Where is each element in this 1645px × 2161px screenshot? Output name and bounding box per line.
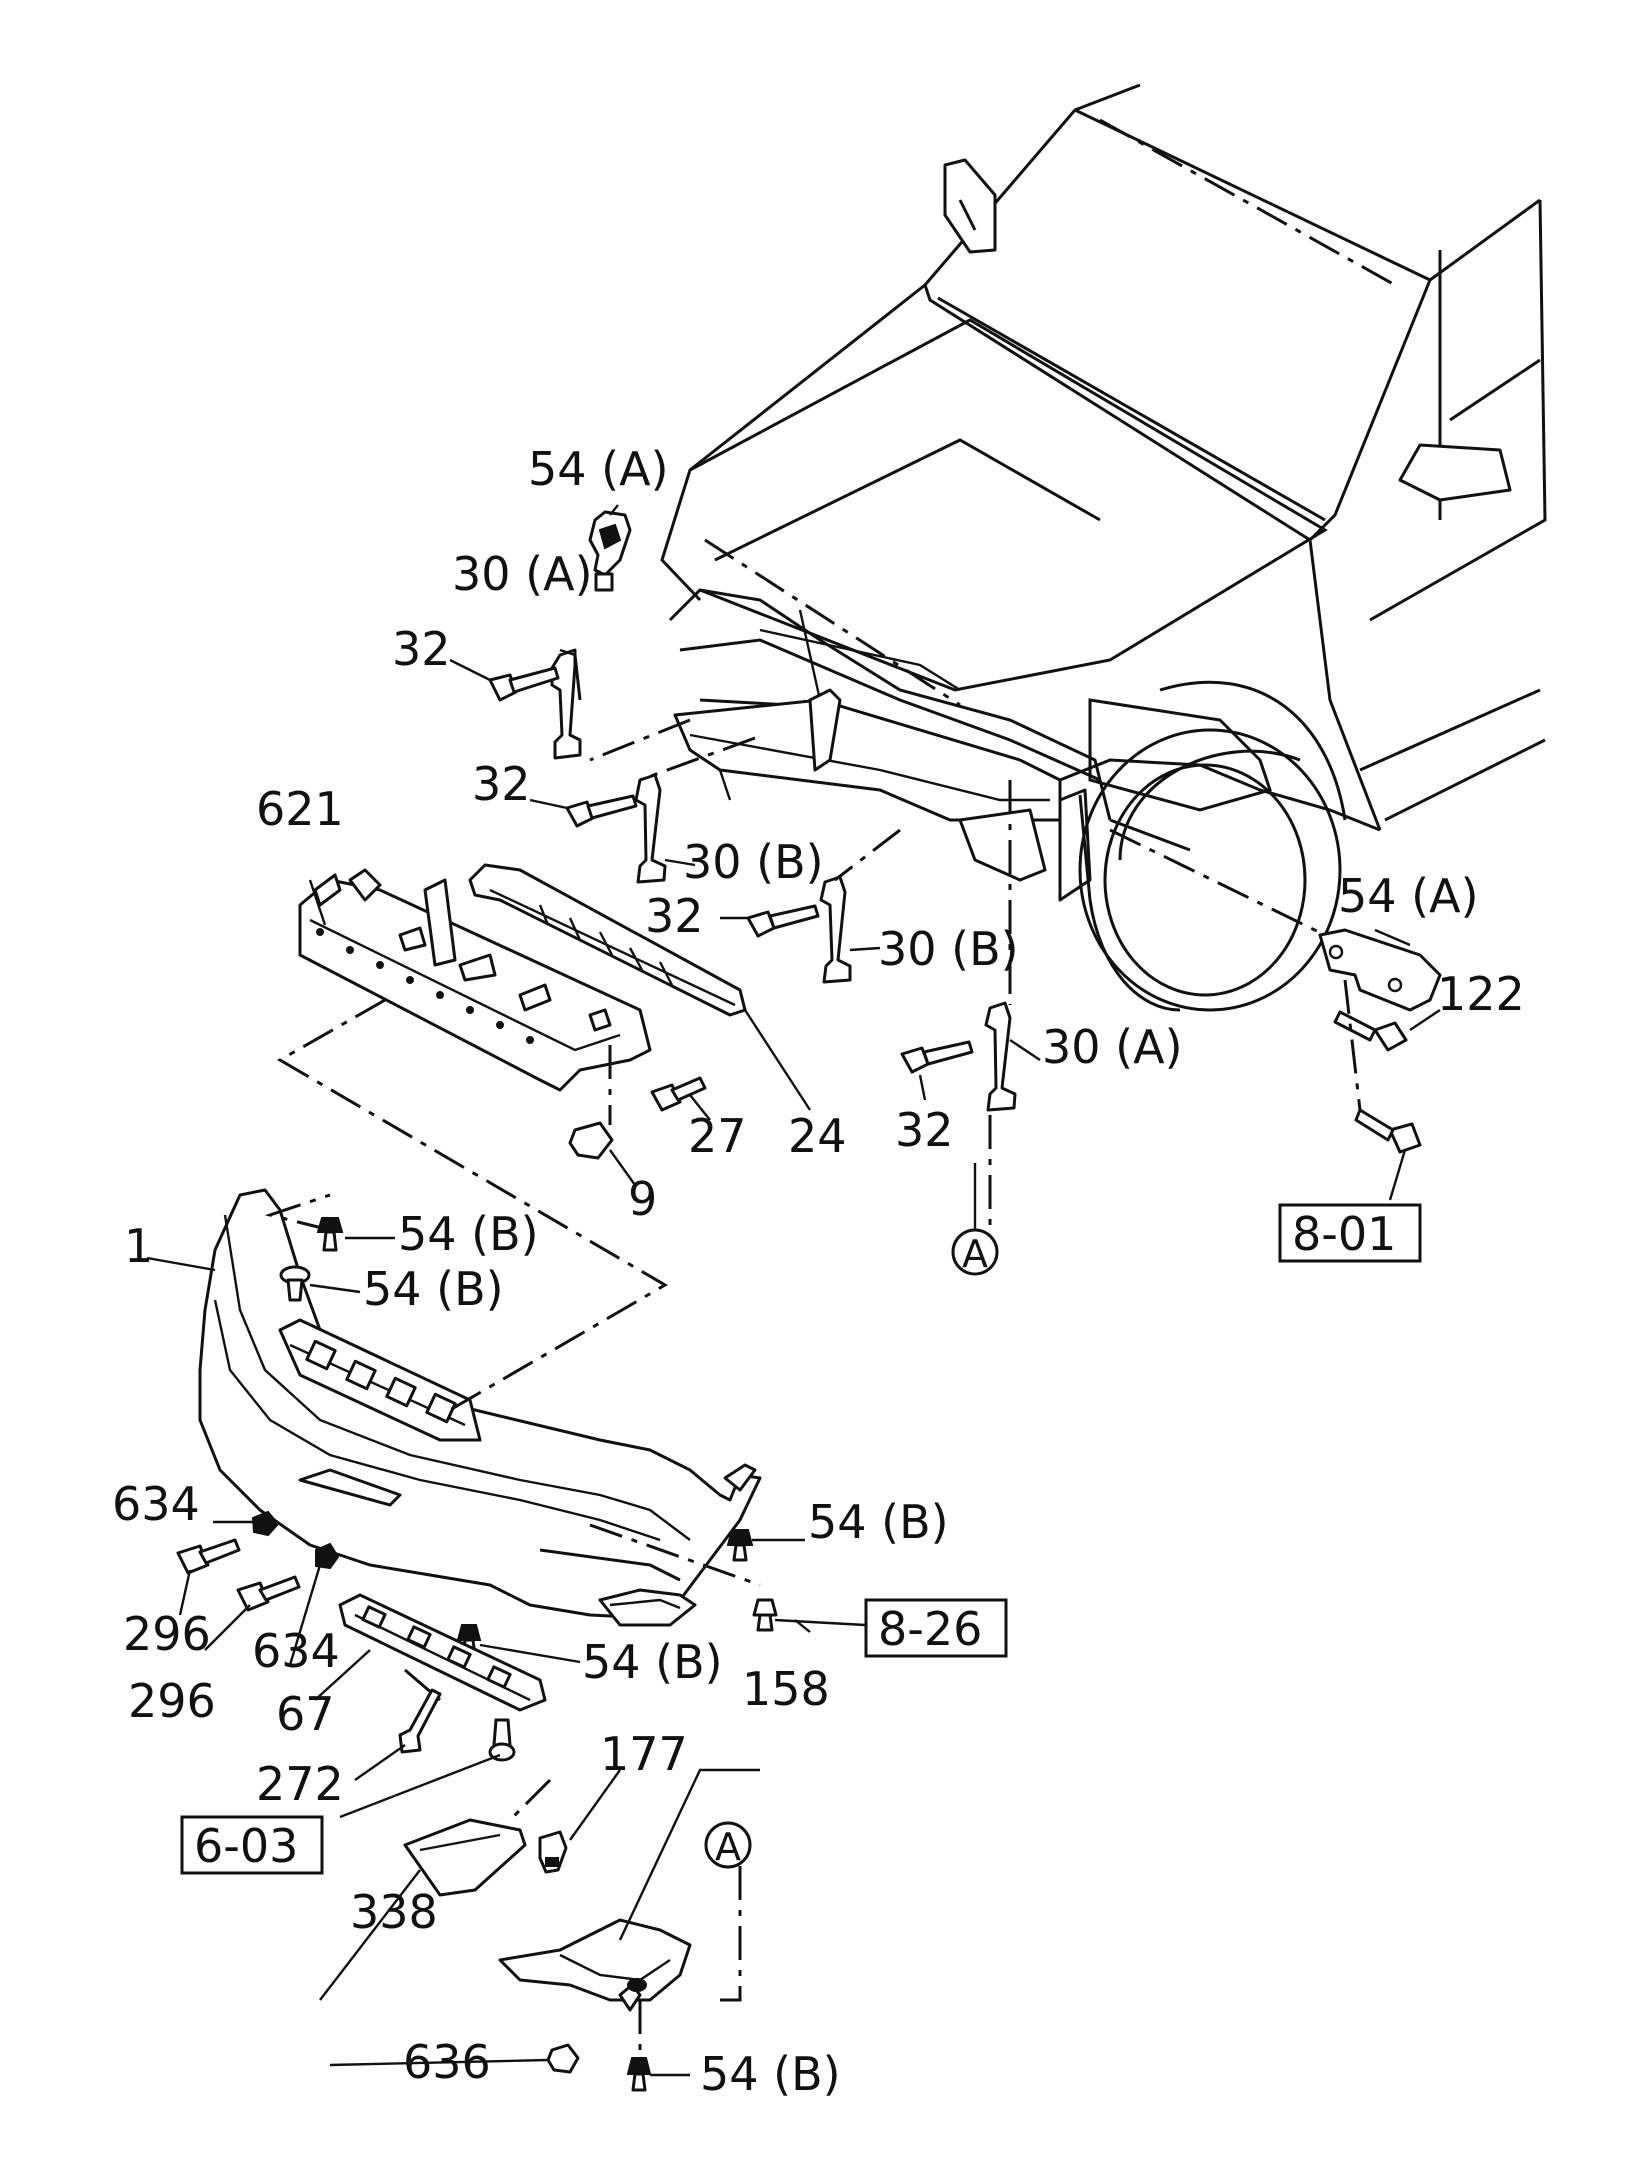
reference-box-8-01[interactable]: 8-01 <box>1278 1203 1422 1263</box>
nut-636 <box>546 2043 580 2074</box>
leader-lines <box>146 504 1441 2077</box>
callout-30a-bottom: 30 (A) <box>1042 1020 1183 1074</box>
callout-32-2: 32 <box>472 757 531 811</box>
callout-32-4: 32 <box>895 1103 954 1157</box>
callout-634-2: 634 <box>252 1624 340 1678</box>
callout-54b-5: 54 (B) <box>700 2047 841 2101</box>
bolt-296-2 <box>236 1575 301 1612</box>
clip-54a-top <box>588 510 632 592</box>
clip-8-26 <box>752 1598 778 1632</box>
bolt-32-4 <box>900 1040 974 1074</box>
bracket-158 <box>498 1918 692 2012</box>
callout-30b-1: 30 (B) <box>683 835 824 889</box>
callout-32-3: 32 <box>645 889 704 943</box>
connector-mark-a-upper: A <box>951 1228 999 1276</box>
callout-54a-right: 54 (A) <box>1338 869 1479 923</box>
reference-box-6-03[interactable]: 6-03 <box>180 1815 324 1875</box>
bracket-30b-1 <box>634 773 667 884</box>
clip-54b-1 <box>316 1217 344 1252</box>
callout-338: 338 <box>350 1885 438 1939</box>
reference-box-8-26[interactable]: 8-26 <box>864 1598 1008 1658</box>
callout-296-1: 296 <box>123 1607 211 1661</box>
nut-634-2 <box>315 1542 340 1570</box>
clip-54b-5 <box>626 2057 652 2092</box>
bolt-32-2 <box>565 794 638 828</box>
cover-338 <box>403 1818 527 1897</box>
bolt-8-01 <box>1354 1108 1422 1154</box>
callout-32-1: 32 <box>392 622 451 676</box>
reference-label-8-01: 8-01 <box>1292 1207 1396 1261</box>
callout-67: 67 <box>276 1687 335 1741</box>
callout-9: 9 <box>628 1172 657 1226</box>
assembly-lines <box>264 718 1362 2058</box>
bracket-30a-top <box>550 648 582 760</box>
callout-27: 27 <box>688 1109 747 1163</box>
callout-621: 621 <box>256 782 344 836</box>
callout-54a-top: 54 (A) <box>528 442 669 496</box>
connector-mark-a-upper-label: A <box>962 1232 988 1276</box>
callout-54b-3: 54 (B) <box>808 1495 949 1549</box>
callout-272: 272 <box>256 1757 344 1811</box>
reinforcement-621 <box>298 868 652 1092</box>
bolt-122 <box>1333 1010 1408 1052</box>
bracket-30b-2 <box>819 875 852 984</box>
callout-54b-4: 54 (B) <box>582 1635 723 1689</box>
nut-634-1 <box>251 1510 280 1537</box>
callout-177: 177 <box>600 1727 688 1781</box>
nut-9 <box>568 1121 614 1160</box>
callout-30b-2: 30 (B) <box>878 922 1019 976</box>
callout-labels: 54 (A) 30 (A) 32 32 30 (B) 32 30 (B) 621… <box>112 442 1525 2101</box>
callout-1: 1 <box>124 1219 153 1273</box>
bolt-27 <box>650 1076 707 1112</box>
bolt-296-1 <box>176 1538 241 1575</box>
callout-54b-2: 54 (B) <box>363 1262 504 1316</box>
connector-mark-a-lower-label: A <box>715 1825 741 1869</box>
front-bumper-1 <box>198 1188 762 1627</box>
vehicle-outline <box>660 83 1547 1012</box>
callout-24: 24 <box>788 1109 847 1163</box>
connector-mark-a-lower: A <box>704 1821 752 1869</box>
reference-label-6-03: 6-03 <box>194 1819 298 1873</box>
callout-634-1: 634 <box>112 1477 200 1531</box>
lower-absorber-67 <box>338 1593 547 1712</box>
bracket-30a-bottom <box>984 1001 1017 1112</box>
callout-30a-top: 30 (A) <box>452 547 593 601</box>
callout-54b-1: 54 (B) <box>398 1207 539 1261</box>
callout-122: 122 <box>1437 967 1525 1021</box>
bolt-32-1 <box>488 666 560 702</box>
callout-158: 158 <box>742 1662 830 1716</box>
clip-54b-2 <box>279 1265 311 1302</box>
clip-54b-3 <box>726 1529 754 1562</box>
bracket-54a-right <box>1318 928 1442 1012</box>
reference-label-8-26: 8-26 <box>878 1602 982 1656</box>
clip-177 <box>538 1830 568 1874</box>
callout-636: 636 <box>403 2035 491 2089</box>
callout-296-2: 296 <box>128 1674 216 1728</box>
bolt-6-03 <box>488 1718 516 1762</box>
bolt-32-3 <box>746 904 820 938</box>
bolt-272 <box>398 1688 442 1754</box>
